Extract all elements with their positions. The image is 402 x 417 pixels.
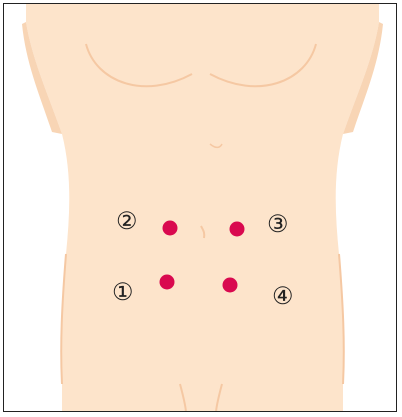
injection-site-3-marker <box>230 222 245 237</box>
diagram-frame: ② ③ ① ④ <box>3 3 397 412</box>
injection-site-2-label: ② <box>116 209 138 233</box>
injection-site-3-label: ③ <box>267 212 289 236</box>
injection-site-1-marker <box>160 275 175 290</box>
injection-site-4-marker <box>223 278 238 293</box>
torso-shape <box>26 4 379 412</box>
torso-illustration <box>4 4 397 412</box>
injection-site-2-marker <box>163 221 178 236</box>
injection-site-4-label: ④ <box>272 284 294 308</box>
injection-site-1-label: ① <box>112 280 134 304</box>
